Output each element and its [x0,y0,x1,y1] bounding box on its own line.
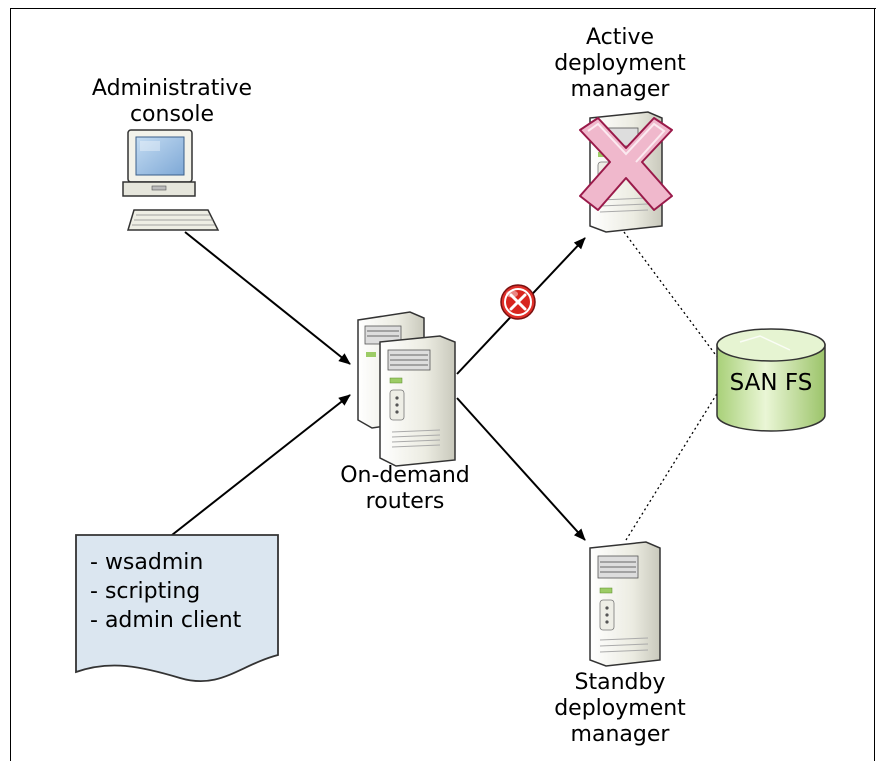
edge-console-to-odr [184,231,351,365]
list-item: wsadmin [90,548,241,577]
edge-odr-to-standby-dm [456,397,586,541]
on-demand-routers-label: On-demand routers [340,463,470,514]
frame-border-top [10,8,876,9]
active-deployment-manager-label: Active deployment manager [554,25,686,102]
list-item: scripting [90,577,241,606]
edge-standby-dm-to-sanfs [625,391,719,541]
router-server-front [379,335,456,467]
edge-scripting-to-odr [171,394,351,536]
admin-console-label: Administrative console [91,76,253,127]
frame-border-left [10,8,11,761]
edge-active-dm-to-sanfs [623,231,719,359]
server-pair-icon [357,311,456,467]
desktop-computer-icon [122,129,220,231]
standby-server-icon [589,541,661,667]
connection-lines [171,231,719,541]
frame-border-right [874,8,875,761]
failure-x-icon [579,117,673,211]
storage-cylinder-icon [716,328,826,432]
error-badge-icon [500,284,536,320]
san-fs-label: SAN FS [729,370,813,396]
scripting-tools-list: wsadmin scripting admin client [90,548,241,635]
standby-deployment-manager-label: Standby deployment manager [554,670,686,747]
list-item: admin client [90,606,241,635]
